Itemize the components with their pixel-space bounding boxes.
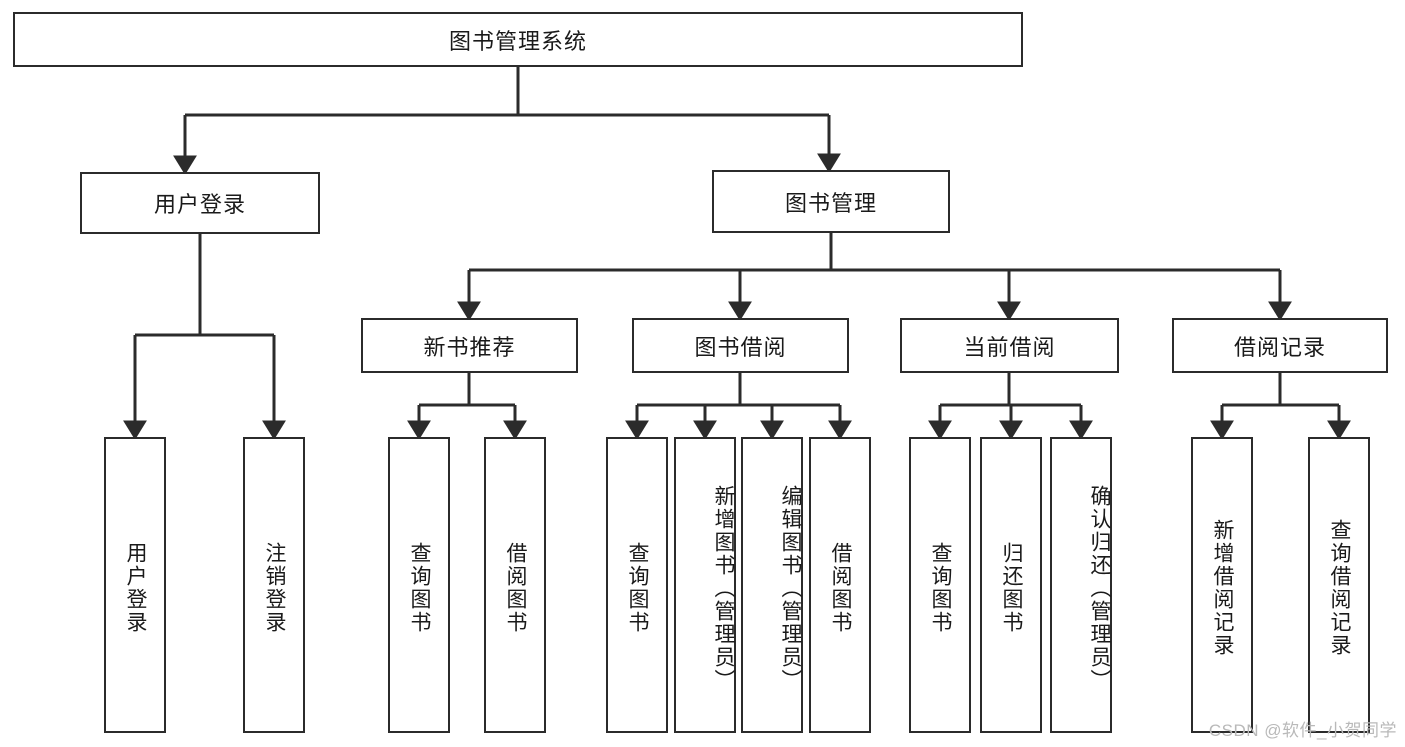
node-label: 当前借阅 xyxy=(963,334,1056,360)
node-label: 新增借阅记录 xyxy=(1211,519,1235,657)
node-level2-1[interactable]: 图书管理 xyxy=(712,170,950,233)
node-leaf-11[interactable]: 新增借阅记录 xyxy=(1191,437,1253,733)
node-label: 新书推荐 xyxy=(423,334,516,360)
node-level3-0[interactable]: 新书推荐 xyxy=(361,318,578,373)
node-root-title[interactable]: 图书管理系统 xyxy=(13,12,1023,67)
node-label: 图书管理系统 xyxy=(448,28,587,54)
node-label: 注销登录 xyxy=(263,542,287,634)
node-label: 查询图书 xyxy=(626,542,650,634)
node-label: 图书借阅 xyxy=(694,334,787,360)
node-label: 归还图书 xyxy=(1000,542,1024,634)
node-label: 图书管理 xyxy=(784,190,877,216)
watermark-text: CSDN @软件_小贺同学 xyxy=(1208,721,1397,740)
node-leaf-9[interactable]: 归还图书 xyxy=(980,437,1042,733)
node-leaf-1[interactable]: 注销登录 xyxy=(243,437,305,733)
node-label: 用户登录 xyxy=(153,192,246,217)
node-leaf-5[interactable]: 新增图书（管理员） xyxy=(674,437,736,733)
node-label: 确认归还（管理员） xyxy=(1088,484,1111,692)
node-label: 查询图书 xyxy=(408,542,432,634)
node-label: 编辑图书（管理员） xyxy=(779,484,802,692)
node-leaf-4[interactable]: 查询图书 xyxy=(606,437,668,733)
node-level3-3[interactable]: 借阅记录 xyxy=(1172,318,1388,373)
node-label: 查询图书 xyxy=(929,542,953,634)
node-level3-1[interactable]: 图书借阅 xyxy=(632,318,849,373)
node-label: 新增图书（管理员） xyxy=(712,484,735,692)
node-leaf-12[interactable]: 查询借阅记录 xyxy=(1308,437,1370,733)
node-leaf-0[interactable]: 用户登录 xyxy=(104,437,166,733)
node-leaf-8[interactable]: 查询图书 xyxy=(909,437,971,733)
node-level3-2[interactable]: 当前借阅 xyxy=(900,318,1119,373)
node-leaf-6[interactable]: 编辑图书（管理员） xyxy=(741,437,803,733)
node-leaf-2[interactable]: 查询图书 xyxy=(388,437,450,733)
node-leaf-7[interactable]: 借阅图书 xyxy=(809,437,871,733)
node-leaf-3[interactable]: 借阅图书 xyxy=(484,437,546,733)
node-label: 用户登录 xyxy=(124,542,148,634)
node-label: 借阅记录 xyxy=(1233,334,1326,360)
node-label: 查询借阅记录 xyxy=(1328,519,1352,657)
node-level2-0[interactable]: 用户登录 xyxy=(80,172,320,234)
node-leaf-10[interactable]: 确认归还（管理员） xyxy=(1050,437,1112,733)
node-label: 借阅图书 xyxy=(504,542,528,634)
node-label: 借阅图书 xyxy=(829,542,853,634)
